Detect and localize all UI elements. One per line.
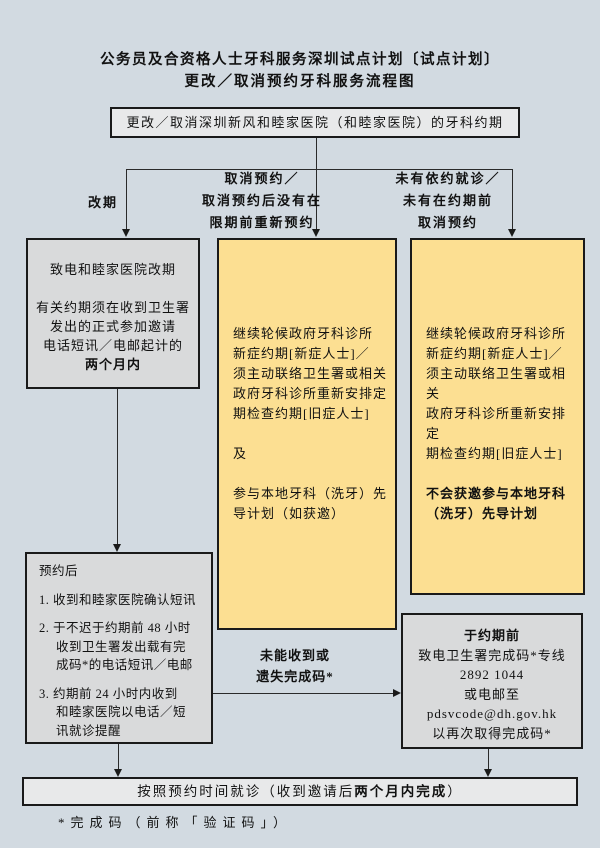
text-line bbox=[233, 424, 387, 444]
text-line: 电话短讯／电邮起计的 bbox=[42, 338, 183, 353]
arrowhead-attend-left-icon bbox=[114, 769, 122, 777]
text-segment: 两个月内完成 bbox=[354, 784, 448, 799]
text-line bbox=[39, 581, 205, 591]
top-box-change-cancel-appointment: 更改／取消深圳新风和睦家医院（和睦家医院）的牙科约期 bbox=[110, 107, 520, 138]
text-line: 2. 于不迟于约期前 48 小时 bbox=[39, 621, 191, 635]
text-line bbox=[39, 609, 205, 619]
text-line: 致电和睦家医院改期 bbox=[49, 262, 176, 277]
text-line: 新症约期[新症人士]／ bbox=[426, 346, 563, 361]
arrowhead-attend-right-icon bbox=[484, 769, 492, 777]
connector-code-to-attend-line bbox=[488, 749, 489, 771]
box-cancel-consequence: 继续轮候政府牙科诊所新症约期[新症人士]／ 须主动联络卫生署或相关政府牙科诊所重新… bbox=[217, 238, 397, 630]
text-line: 有关约期须在收到卫生署 bbox=[35, 300, 190, 315]
text-line: 继续轮候政府牙科诊所 bbox=[233, 326, 374, 341]
connector-after-to-attend-line bbox=[118, 744, 119, 771]
text-line: 导计划（如获邀） bbox=[233, 506, 346, 521]
text-line: 于约期前 bbox=[463, 628, 520, 643]
text-line: 收到卫生署发出载有完 bbox=[56, 639, 187, 654]
text-line: 取消预约 bbox=[417, 215, 478, 230]
text-line: 成码*的电话短讯／电邮 bbox=[56, 658, 193, 672]
text-line bbox=[426, 464, 575, 484]
connector-code-lost-line bbox=[213, 693, 395, 694]
box-reschedule-instructions: 致电和睦家医院改期 有关约期须在收到卫生署发出的正式参加邀请电话短讯／电邮起计的… bbox=[26, 238, 200, 389]
text-line: 或电邮至 bbox=[463, 686, 520, 702]
text-line: 1. 收到和睦家医院确认短讯 bbox=[39, 592, 197, 607]
text-line: 和睦家医院以电话／短 bbox=[56, 705, 187, 719]
connector-reschedule-to-after-line bbox=[117, 389, 118, 546]
text-line: 讯就诊提醒 bbox=[56, 723, 122, 738]
arrowhead-after-booking-icon bbox=[113, 544, 121, 552]
text-segment: ） bbox=[447, 784, 463, 799]
text-line: 未有依约就诊／ bbox=[395, 171, 501, 186]
page-title-line1: 公务员及合资格人士牙科服务深圳试点计划〔试点计划〕 bbox=[100, 52, 500, 68]
arrowhead-code-retrieval-icon bbox=[393, 689, 401, 697]
box-after-booking-steps: 预约后 1. 收到和睦家医院确认短讯 2. 于不迟于约期前 48 小时收到卫生署发出… bbox=[25, 552, 213, 744]
branch-label-cancel: 取消预约／ 取消预约后没有在限期前重新预约 bbox=[178, 168, 346, 234]
text-line: 3. 约期前 24 小时内收到 bbox=[39, 686, 178, 701]
text-line: 取消预约后没有在 bbox=[201, 193, 322, 208]
text-line: 须主动联络卫生署或相关 bbox=[426, 366, 567, 401]
text-line: 期检查约期[旧症人士] bbox=[426, 446, 563, 461]
connector-middle-drop-line bbox=[316, 169, 317, 230]
text-line: 不会获邀参与本地牙科 bbox=[426, 486, 567, 501]
text-line: 未有在约期前 bbox=[402, 193, 493, 208]
arrowhead-left-branch-icon bbox=[122, 229, 130, 237]
connector-stem-line bbox=[316, 138, 317, 169]
text-line: 取消预约／ bbox=[224, 171, 300, 186]
text-line: 须主动联络卫生署或相关 bbox=[233, 366, 388, 381]
page-title-line2: 更改／取消预约牙科服务流程图 bbox=[184, 74, 416, 90]
text-line bbox=[233, 464, 387, 484]
connector-horizontal-line bbox=[127, 169, 513, 170]
box-code-retrieval: 于约期前致电卫生署完成码*专线 2892 1044 或电邮至 pdsvcode@dh.… bbox=[401, 613, 583, 749]
box-attend-appointment: 按照预约时间就诊（收到邀请后两个月内完成） bbox=[22, 777, 578, 806]
arrowhead-middle-branch-icon bbox=[312, 229, 320, 237]
text-line: 两个月内 bbox=[84, 357, 141, 372]
text-line bbox=[39, 675, 205, 685]
text-line: 以再次取得完成码* bbox=[432, 725, 552, 741]
text-line: 新症约期[新症人士]／ bbox=[233, 346, 370, 361]
text-line: pdsvcode@dh.gov.hk bbox=[426, 706, 558, 721]
branch-label-no-show: 未有依约就诊／ 未有在约期前取消预约 bbox=[378, 168, 518, 234]
connector-right-drop-line bbox=[512, 169, 513, 230]
text-line: （洗牙）先导计划 bbox=[426, 506, 539, 521]
footnote-completion-code: *完成码（前称「验证码」） bbox=[58, 815, 293, 830]
text-line: 遗失完成码* bbox=[256, 669, 334, 684]
text-line: 参与本地牙科（洗牙）先 bbox=[233, 486, 388, 501]
box-no-show-consequence: 继续轮候政府牙科诊所新症约期[新症人士]／ 须主动联络卫生署或相关政府牙科诊所重新… bbox=[410, 238, 585, 595]
text-line: 发出的正式参加邀请 bbox=[49, 319, 176, 334]
text-line: 政府牙科诊所重新安排定 bbox=[233, 386, 388, 401]
text-segment: 按照预约时间就诊（收到邀请后 bbox=[137, 784, 355, 799]
text-line: 致电卫生署完成码*专线 bbox=[418, 647, 566, 663]
branch-label-reschedule: 改期 bbox=[87, 195, 118, 210]
text-line: 期检查约期[旧症人士] bbox=[233, 406, 370, 421]
text-line: 预约后 bbox=[39, 564, 79, 578]
text-line: 继续轮候政府牙科诊所 bbox=[426, 326, 567, 341]
text-line: 未能收到或 bbox=[259, 648, 330, 663]
text-line: 政府牙科诊所重新安排定 bbox=[426, 406, 567, 441]
arrowhead-right-branch-icon bbox=[508, 229, 516, 237]
text-line: 2892 1044 bbox=[459, 667, 525, 682]
text-line: 限期前重新预约 bbox=[209, 215, 315, 230]
connector-left-drop-line bbox=[126, 169, 127, 230]
text-line bbox=[28, 279, 198, 298]
text-line: 及 bbox=[233, 446, 248, 461]
label-code-not-received: 未能收到或遗失完成码* bbox=[228, 645, 362, 687]
